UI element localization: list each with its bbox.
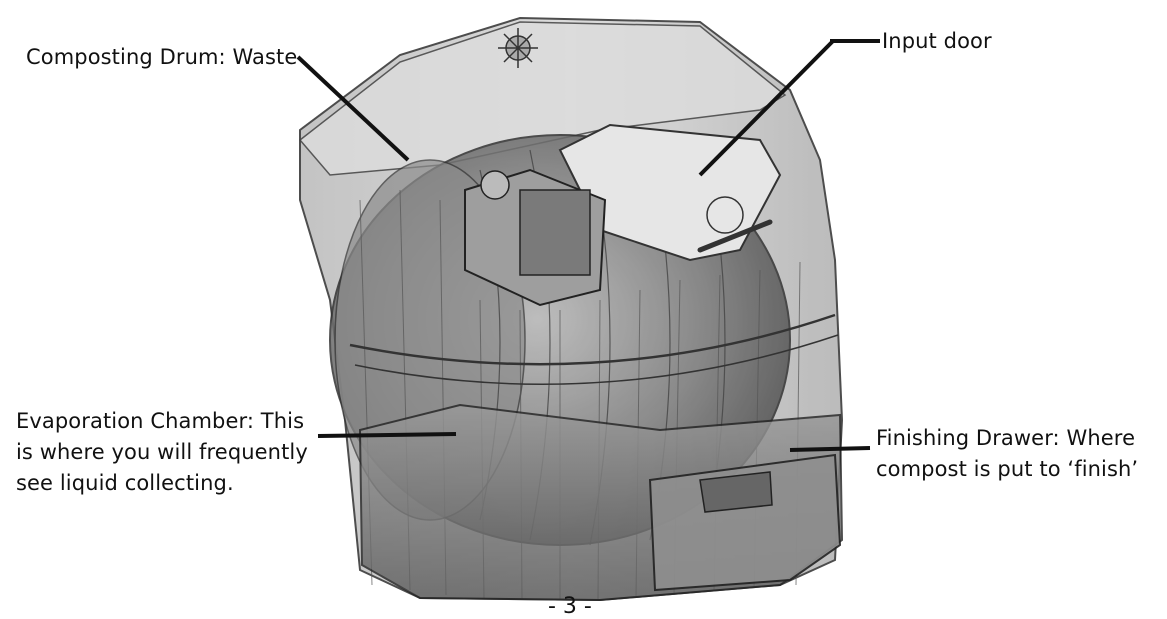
label-drawer-line2: compost is put to ‘finish’ (876, 457, 1139, 481)
leader-drawer (789, 446, 871, 452)
leader-door (698, 39, 835, 177)
waist-band-lower (354, 334, 839, 385)
label-evaporation-line1: Evaporation Chamber: This (16, 409, 305, 433)
drawer-handle (699, 471, 773, 513)
leader-lines (296, 39, 880, 452)
label-composting-drum-text: Composting Drum: Waste (26, 45, 298, 69)
rotor-gear (498, 28, 538, 68)
leader-drum (296, 55, 410, 162)
finishing-drawer (648, 453, 842, 592)
label-finishing-drawer: Finishing Drawer: Where compost is put t… (876, 423, 1138, 485)
waist-band (349, 313, 836, 366)
motor-block (519, 189, 591, 276)
input-door (558, 123, 782, 262)
label-input-door: Input door (882, 26, 992, 57)
door-handle (697, 219, 773, 253)
leader-evap (317, 432, 457, 438)
label-evaporation-chamber: Evaporation Chamber: This is where you w… (16, 406, 308, 499)
label-evaporation-line3: see liquid collecting. (16, 471, 234, 495)
label-drawer-line1: Finishing Drawer: Where (876, 426, 1136, 450)
label-composting-drum: Composting Drum: Waste (26, 42, 297, 73)
drum-axle (480, 170, 510, 200)
door-dial (706, 196, 744, 234)
label-evaporation-line2: is where you will frequently (16, 440, 308, 464)
label-input-door-text: Input door (882, 29, 992, 53)
page-number: - 3 - (548, 594, 592, 619)
